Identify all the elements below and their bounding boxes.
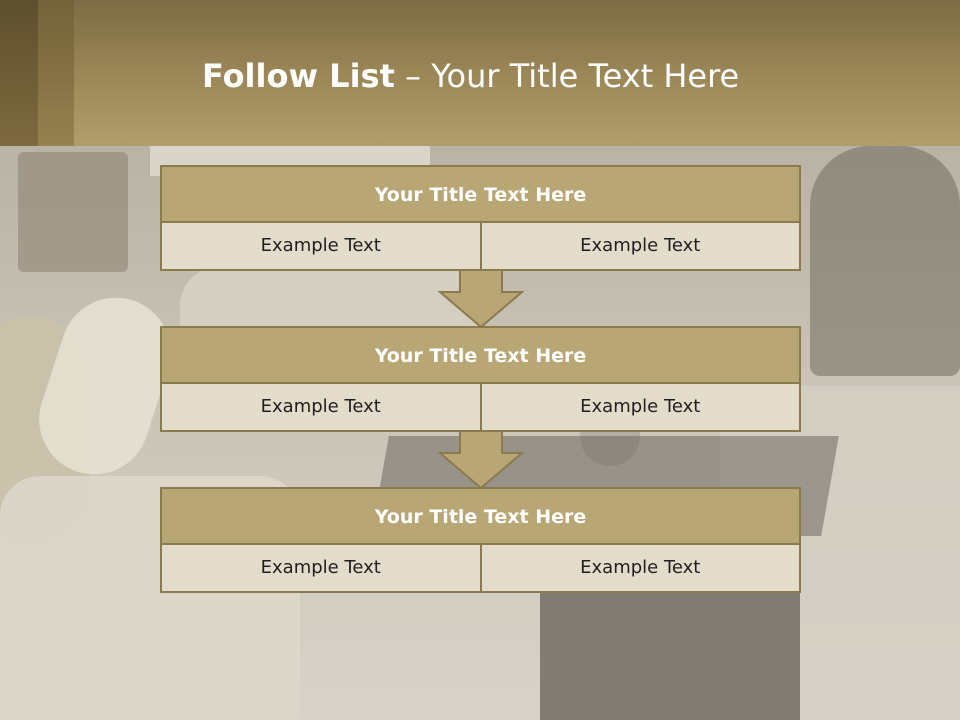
- step-3-left-text: Example Text: [162, 545, 480, 591]
- photo-lamp: [18, 152, 128, 272]
- slide-title: Follow List – Your Title Text Here: [202, 56, 739, 96]
- slide-title-bold: Follow List: [202, 57, 395, 95]
- header-stripe-dark: [0, 0, 38, 146]
- photo-chair: [810, 146, 960, 376]
- step-2-right-text: Example Text: [479, 384, 799, 430]
- step-title-2: Your Title Text Here: [162, 328, 799, 384]
- step-3-right-text: Example Text: [479, 545, 799, 591]
- step-block-1: Your Title Text Here Example Text Exampl…: [160, 165, 801, 271]
- slide-title-rest: – Your Title Text Here: [394, 57, 740, 95]
- down-arrow-icon: [438, 270, 524, 328]
- step-1-left-text: Example Text: [162, 223, 480, 269]
- step-block-3: Your Title Text Here Example Text Exampl…: [160, 487, 801, 593]
- header-band: Follow List – Your Title Text Here: [0, 0, 960, 146]
- step-block-2: Your Title Text Here Example Text Exampl…: [160, 326, 801, 432]
- step-2-left-text: Example Text: [162, 384, 480, 430]
- step-1-right-text: Example Text: [479, 223, 799, 269]
- step-row-2: Example Text Example Text: [162, 384, 799, 430]
- step-row-3: Example Text Example Text: [162, 545, 799, 591]
- step-title-3: Your Title Text Here: [162, 489, 799, 545]
- step-title-1: Your Title Text Here: [162, 167, 799, 223]
- step-row-1: Example Text Example Text: [162, 223, 799, 269]
- header-stripe-mid: [38, 0, 74, 146]
- down-arrow-icon: [438, 431, 524, 489]
